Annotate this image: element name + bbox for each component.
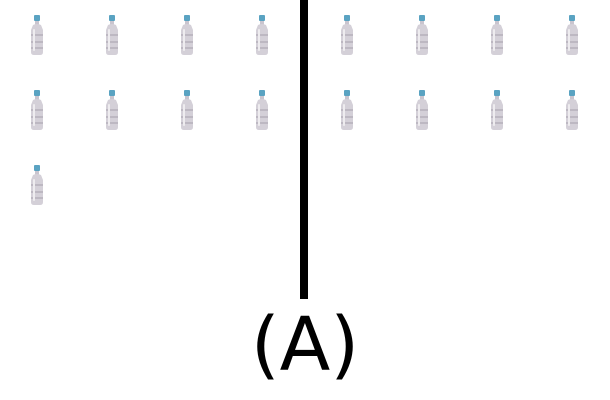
water-bottle-icon (28, 14, 46, 56)
figure-label: (A) (250, 302, 360, 388)
water-bottle-icon (178, 14, 196, 56)
water-bottle-icon (253, 14, 271, 56)
water-bottle-icon (178, 89, 196, 131)
water-bottle-icon (338, 89, 356, 131)
vertical-divider (300, 0, 308, 299)
right-bottle-group (307, 0, 610, 300)
water-bottle-icon (413, 14, 431, 56)
water-bottle-icon (338, 14, 356, 56)
water-bottle-icon (413, 89, 431, 131)
water-bottle-icon (563, 89, 581, 131)
water-bottle-icon (28, 89, 46, 131)
water-bottle-icon (488, 89, 506, 131)
water-bottle-icon (28, 164, 46, 206)
water-bottle-icon (103, 14, 121, 56)
left-bottle-group (0, 0, 303, 300)
water-bottle-icon (103, 89, 121, 131)
water-bottle-icon (563, 14, 581, 56)
water-bottle-icon (253, 89, 271, 131)
water-bottle-icon (488, 14, 506, 56)
